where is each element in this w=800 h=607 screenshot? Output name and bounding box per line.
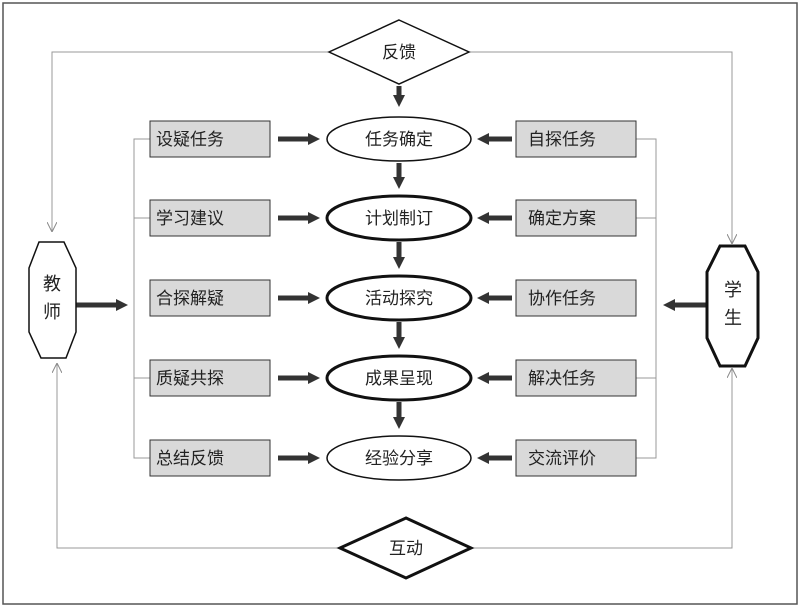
teacher-shape	[28, 241, 77, 359]
feedback-to-student-line	[469, 51, 732, 243]
right-task-label: 解决任务	[528, 369, 596, 389]
teacher-node: 教 师	[28, 241, 77, 359]
left-task-label: 质疑共探	[156, 369, 224, 389]
stage-oval	[325, 194, 473, 242]
left-task-label: 设疑任务	[156, 130, 224, 150]
left-task-box	[149, 199, 271, 237]
left-task-box	[149, 279, 271, 317]
stage-oval	[326, 435, 472, 481]
right-task-box	[515, 120, 637, 158]
right-task-box	[515, 279, 637, 317]
left-task-box	[149, 120, 271, 158]
left-task-box	[149, 439, 271, 477]
stage-oval	[325, 354, 473, 402]
right-bracket	[636, 138, 657, 459]
teacher-label-2: 师	[43, 302, 61, 323]
stage-label: 任务确定	[365, 130, 433, 150]
student-label-2: 生	[724, 308, 742, 329]
stage-label: 经验分享	[365, 449, 433, 469]
right-task-label: 自探任务	[528, 130, 596, 150]
interaction-to-student-line	[471, 369, 732, 549]
student-node: 学 生	[705, 244, 760, 368]
feedback-node: 反馈	[327, 19, 471, 85]
right-task-label: 协作任务	[528, 289, 596, 309]
left-task-label: 合探解疑	[156, 289, 224, 309]
stage-oval	[325, 274, 473, 322]
feedback-to-teacher-line	[52, 51, 329, 231]
interaction-diamond	[336, 516, 475, 580]
teacher-label-1: 教	[43, 274, 61, 295]
stage-oval	[326, 116, 472, 162]
right-task-box	[515, 359, 637, 397]
student-label-1: 学	[724, 280, 742, 301]
right-task-box	[515, 199, 637, 237]
left-task-label: 学习建议	[156, 209, 224, 229]
feedback-diamond	[327, 19, 471, 85]
interaction-node: 互动	[336, 516, 475, 580]
feedback-label: 反馈	[382, 43, 416, 63]
outer-loop-connectors	[52, 51, 732, 549]
interaction-label: 互动	[389, 539, 423, 559]
right-task-box	[515, 439, 637, 477]
stage-label: 计划制订	[365, 209, 433, 229]
stage-label: 活动探究	[365, 289, 433, 309]
left-task-box	[149, 359, 271, 397]
interaction-to-teacher-line	[57, 364, 340, 549]
student-shape	[705, 244, 760, 368]
right-task-label: 交流评价	[528, 449, 596, 469]
right-task-label: 确定方案	[528, 209, 596, 229]
stage-label: 成果呈现	[365, 369, 433, 389]
left-bracket	[133, 138, 150, 459]
left-task-label: 总结反馈	[156, 449, 224, 469]
